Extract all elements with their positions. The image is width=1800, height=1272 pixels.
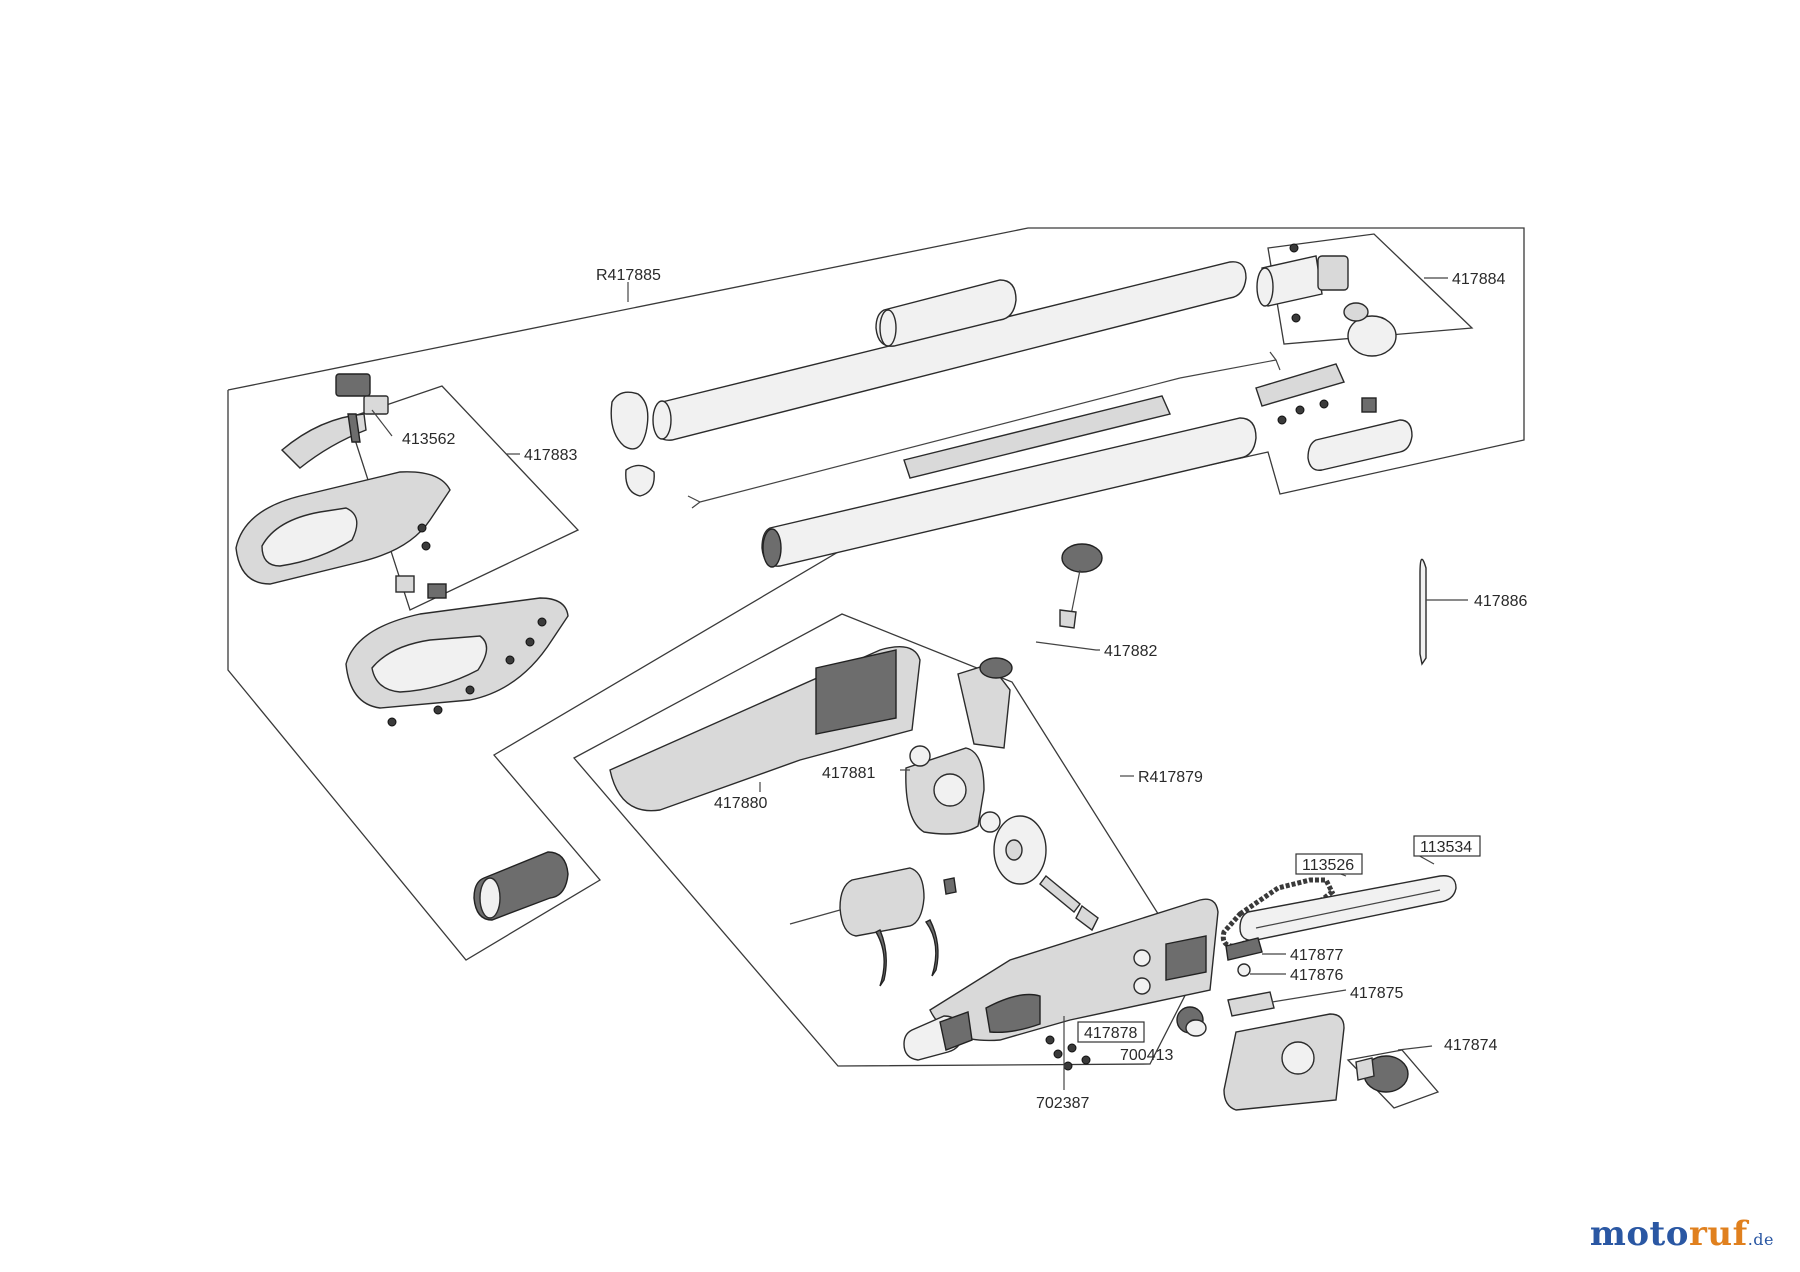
carbon-brush-springs bbox=[875, 919, 939, 987]
drive-cable-spring bbox=[687, 351, 1281, 509]
label-417886: 417886 bbox=[1474, 593, 1527, 610]
watermark-part1: moto bbox=[1589, 1214, 1689, 1254]
label-417880: 417880 bbox=[714, 795, 767, 812]
cotter-pin bbox=[1419, 558, 1427, 666]
leader-417875 bbox=[1271, 989, 1347, 1003]
group-outline-r417885 bbox=[227, 227, 1525, 961]
foam-grip-sleeve bbox=[875, 279, 1017, 347]
sprocket-cover bbox=[1223, 1013, 1345, 1111]
leader-417874 bbox=[1397, 1045, 1433, 1051]
label-417883: 417883 bbox=[524, 447, 577, 464]
tensioner-parts bbox=[1225, 937, 1275, 1017]
label-413562: 413562 bbox=[402, 431, 455, 448]
shaft-and-sprocket bbox=[1039, 874, 1099, 932]
switch-plates bbox=[395, 575, 447, 599]
label-417881: 417881 bbox=[822, 765, 875, 782]
drive-gear bbox=[993, 815, 1047, 885]
box-113534 bbox=[1413, 835, 1481, 857]
label-r417885: R417885 bbox=[596, 267, 661, 284]
label-700413: 700413 bbox=[1120, 1047, 1173, 1064]
label-417884: 417884 bbox=[1452, 271, 1505, 288]
oil-cap-with-dipstick bbox=[1059, 543, 1103, 629]
handle-screws bbox=[387, 523, 547, 727]
front-grip bbox=[903, 1011, 973, 1061]
label-417878: 417878 bbox=[1084, 1025, 1137, 1042]
leader-417882 bbox=[1035, 641, 1100, 651]
gear-housing bbox=[905, 745, 1001, 835]
label-113526: 113526 bbox=[1302, 857, 1354, 874]
group-outline-417884 bbox=[1267, 233, 1474, 345]
watermark-suffix: .de bbox=[1747, 1230, 1774, 1249]
electric-motor bbox=[789, 867, 957, 937]
handle-housing-left bbox=[235, 471, 451, 585]
motor-housing bbox=[609, 646, 921, 812]
box-113526 bbox=[1295, 853, 1363, 875]
rubber-grip-tube bbox=[473, 851, 569, 921]
motor-body-housing bbox=[929, 898, 1219, 1042]
label-417874: 417874 bbox=[1444, 1037, 1497, 1054]
oil-tank bbox=[957, 657, 1013, 749]
box-417878 bbox=[1077, 1021, 1145, 1043]
label-417875: 417875 bbox=[1350, 985, 1403, 1002]
end-cap bbox=[1307, 419, 1413, 471]
strap-loop-clips bbox=[610, 391, 655, 497]
washer-700413 bbox=[1185, 1019, 1207, 1037]
motoruf-watermark-logo: motoruf.de bbox=[1590, 1214, 1774, 1254]
leader-413562 bbox=[371, 409, 393, 437]
trigger-switch bbox=[280, 373, 389, 469]
extension-pole-upper bbox=[652, 261, 1247, 441]
label-417877: 417877 bbox=[1290, 947, 1343, 964]
housing-screws bbox=[1045, 1035, 1091, 1071]
extension-pole-lower bbox=[761, 417, 1257, 568]
label-r417879: R417879 bbox=[1138, 769, 1203, 786]
locking-knob bbox=[1343, 302, 1397, 357]
label-702387: 702387 bbox=[1036, 1095, 1089, 1112]
group-outline-417874 bbox=[1346, 1049, 1440, 1109]
label-417882: 417882 bbox=[1104, 643, 1157, 660]
cover-knob bbox=[1355, 1055, 1409, 1093]
handle-housing-right bbox=[345, 597, 569, 709]
guide-bar bbox=[1239, 875, 1457, 941]
watermark-part2: ruf bbox=[1688, 1214, 1748, 1254]
label-417876: 417876 bbox=[1290, 967, 1343, 984]
gear-rack-assembly bbox=[1255, 363, 1377, 425]
pole-clamp-coupler bbox=[1256, 243, 1349, 323]
label-113534: 113534 bbox=[1420, 839, 1472, 856]
